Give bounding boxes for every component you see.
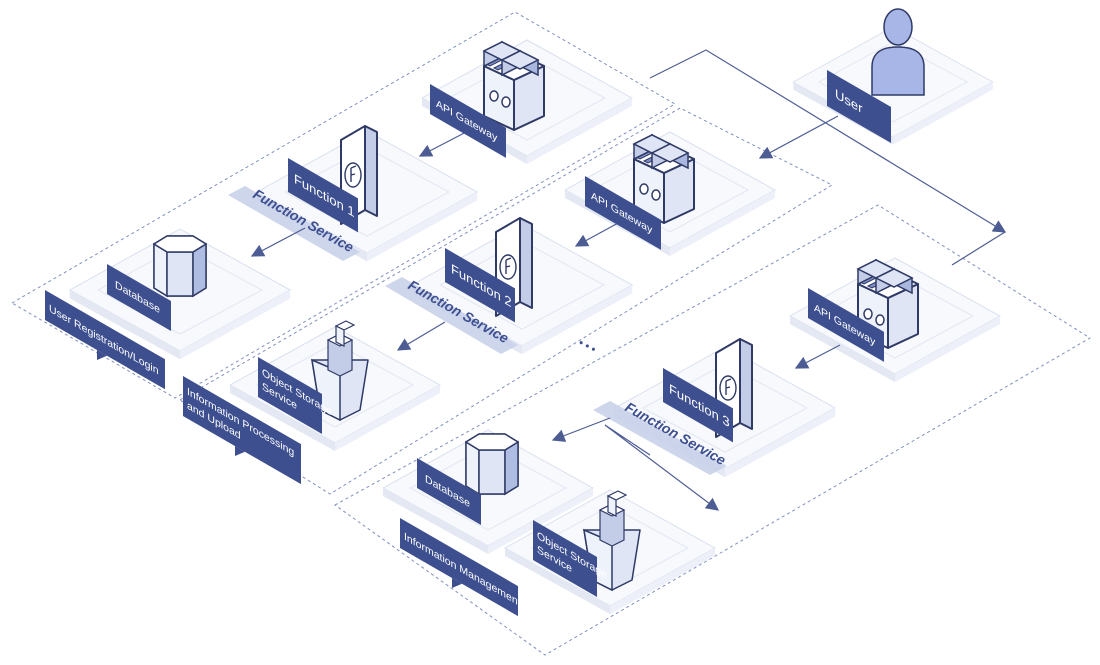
- connector-user-gateway2: [758, 115, 839, 159]
- connector-fn3-storage3: [604, 424, 720, 511]
- service-strips: [228, 186, 727, 475]
- group-boundaries: [11, 11, 1091, 656]
- connector-fn1-db1: [250, 227, 306, 257]
- connector-fn3-db3: [551, 417, 611, 442]
- connector-gw3-fn3: [794, 344, 841, 369]
- ellipsis: • • •: [576, 337, 597, 356]
- user-label: User: [827, 70, 891, 143]
- database-3-icon: [465, 433, 519, 495]
- connector-gw2-fn2: [574, 221, 621, 247]
- connections: [250, 49, 1007, 511]
- group-2-boundary: [179, 107, 834, 495]
- connector-fn2-storage2: [396, 321, 446, 351]
- database-1-icon: [153, 235, 207, 297]
- user-icon: [871, 8, 925, 96]
- devices: [153, 8, 925, 591]
- connector-user-gateway1: [649, 49, 1007, 233]
- connector-user-gateway3: [951, 231, 1006, 266]
- group-3-boundary: [334, 204, 1091, 656]
- connector-gw1-fn1: [418, 129, 471, 157]
